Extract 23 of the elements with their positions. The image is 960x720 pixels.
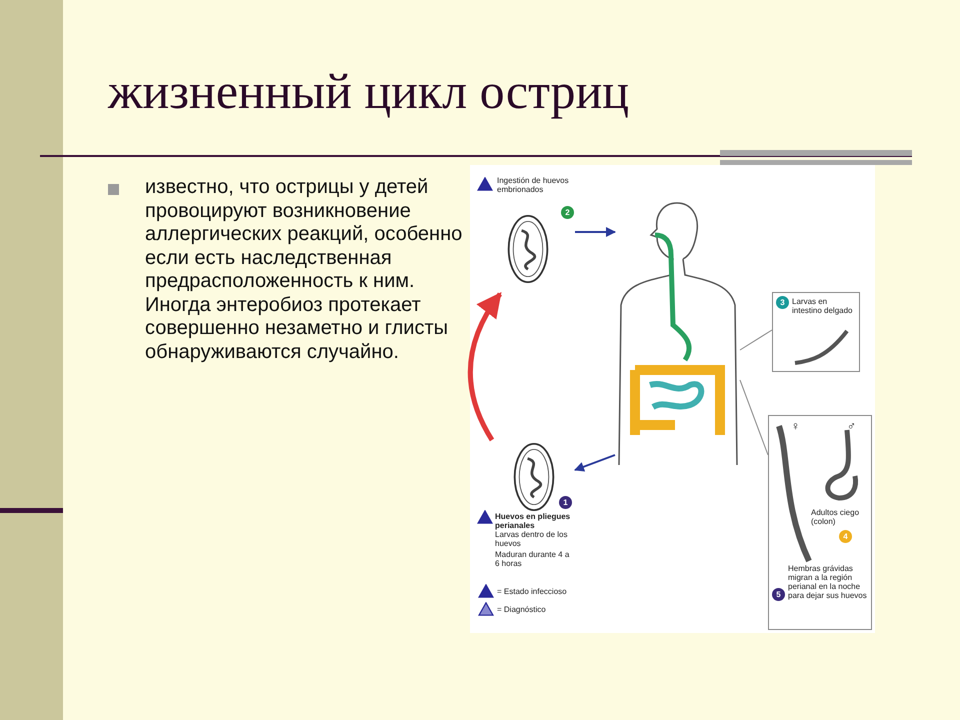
figure-text: Hembras grávidas migran a la región perianal en la noche para dejar sus huevos <box>788 564 868 600</box>
step-number-badge: 3 <box>776 296 789 309</box>
larva-panel <box>772 292 860 372</box>
figure-text: Larvas dentro de los huevos <box>495 530 568 548</box>
step-number-badge: 5 <box>772 588 785 601</box>
figure-text: ♂ <box>847 420 856 432</box>
arrow <box>575 227 616 237</box>
figure-text: ♀ <box>791 420 800 432</box>
figure-text: Huevos en pliegues perianales <box>495 512 572 530</box>
legend-text: = Diagnóstico <box>497 605 546 614</box>
legend-text: = Estado infeccioso <box>497 587 567 596</box>
figure-text: Ingestión de huevos embrionados <box>497 176 570 194</box>
adult-worms-panel <box>768 415 872 630</box>
leader-line <box>740 330 772 350</box>
figure-text: Adultos ciego (colon) <box>811 508 860 526</box>
arrow <box>468 292 502 442</box>
slide-title: жизненный цикл остриц <box>108 62 630 120</box>
leader-line <box>740 380 768 456</box>
step-number-badge: 4 <box>839 530 852 543</box>
figure-text: Larvas en intestino delgado <box>792 297 854 315</box>
bullet-text: известно, что острицы у детей провоцируют возникновение аллергических реакций, особенно если есть наследственная предрасположенность к ним. Иногда энтеробиоз протекает совершенно незаметно и глисты обнаруживаются случайно. <box>145 176 464 364</box>
figure-text: Maduran durante 4 a 6 horas <box>495 550 570 568</box>
arrow <box>574 454 616 472</box>
